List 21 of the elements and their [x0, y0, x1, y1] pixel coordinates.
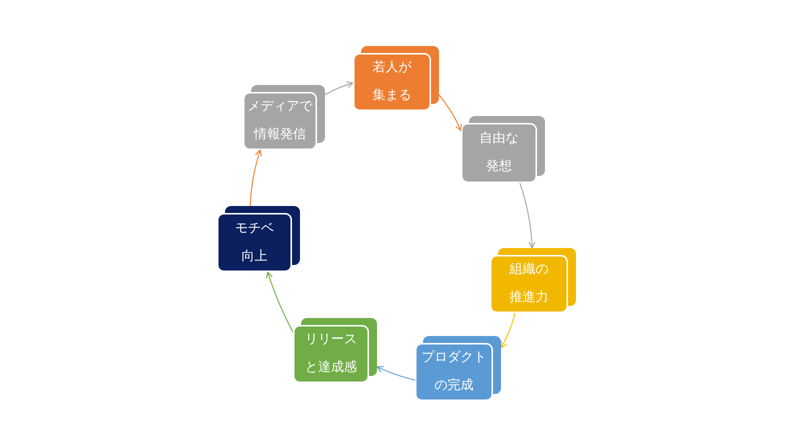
process-block: [353, 46, 439, 111]
process-block: [415, 336, 501, 401]
block-label: メディアで情報発信: [247, 98, 313, 144]
arrow: [500, 312, 516, 348]
block-label: モチベ向上: [234, 220, 274, 266]
block-label: プロダクトの完成: [421, 349, 487, 395]
block-label: 組織の推進力: [509, 261, 549, 307]
block-label: リリースと達成感: [304, 331, 358, 377]
process-block: [293, 318, 377, 383]
block-label: 若人が集まる: [372, 59, 412, 105]
process-block: [243, 85, 325, 150]
arrow: [376, 366, 416, 381]
process-block: [217, 206, 300, 272]
arrow: [519, 182, 536, 248]
process-block: [490, 248, 576, 313]
arrow: [266, 272, 294, 333]
arrow: [438, 94, 462, 132]
block-label: 自由な発想: [479, 130, 519, 176]
process-block: [461, 116, 545, 183]
arrow: [324, 81, 354, 96]
arrow: [250, 150, 262, 206]
